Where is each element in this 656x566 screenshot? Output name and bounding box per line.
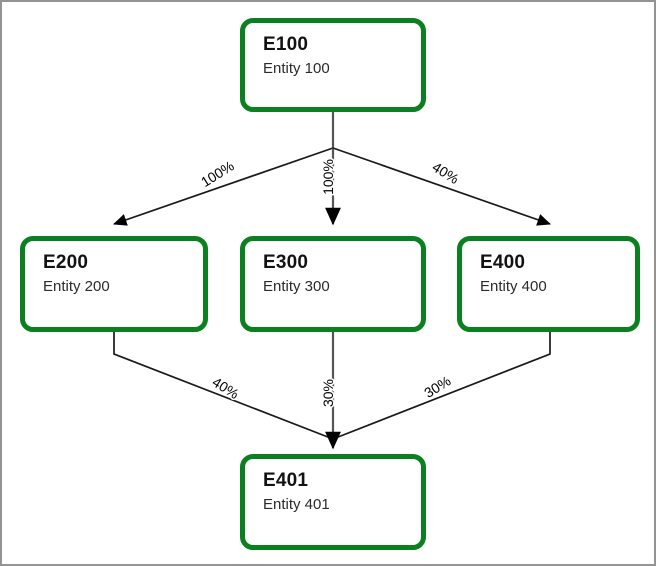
node-e401-title: E401 (263, 470, 309, 491)
node-e200[interactable]: E200 Entity 200 (20, 236, 208, 332)
edge-e400-e401 (332, 332, 551, 440)
edge-e100-e200 (113, 147, 334, 226)
node-e401[interactable]: E401 Entity 401 (240, 454, 426, 550)
node-e400-subtitle: Entity 400 (480, 278, 547, 295)
edge-label-e100-e200: 100% (198, 157, 237, 190)
node-e200-title: E200 (43, 252, 89, 273)
node-e100-subtitle: Entity 100 (263, 60, 330, 77)
node-e200-subtitle: Entity 200 (43, 278, 110, 295)
edge-label-e100-e300: 100% (320, 159, 336, 195)
edge-label-e200-e401: 40% (210, 374, 242, 402)
node-e100-title: E100 (263, 34, 309, 55)
node-e400[interactable]: E400 Entity 400 (457, 236, 640, 332)
node-e300[interactable]: E300 Entity 300 (240, 236, 426, 332)
node-e300-title: E300 (263, 252, 309, 273)
node-e300-subtitle: Entity 300 (263, 278, 330, 295)
edge-e100-e400 (332, 147, 551, 226)
edge-e200-e401 (113, 332, 334, 440)
node-e100[interactable]: E100 Entity 100 (240, 18, 426, 112)
edge-label-e300-e401: 30% (320, 379, 336, 407)
edge-label-e400-e401: 30% (421, 373, 453, 401)
node-e400-title: E400 (480, 252, 526, 273)
edge-label-e100-e400: 40% (430, 159, 462, 187)
node-e401-subtitle: Entity 401 (263, 496, 330, 513)
